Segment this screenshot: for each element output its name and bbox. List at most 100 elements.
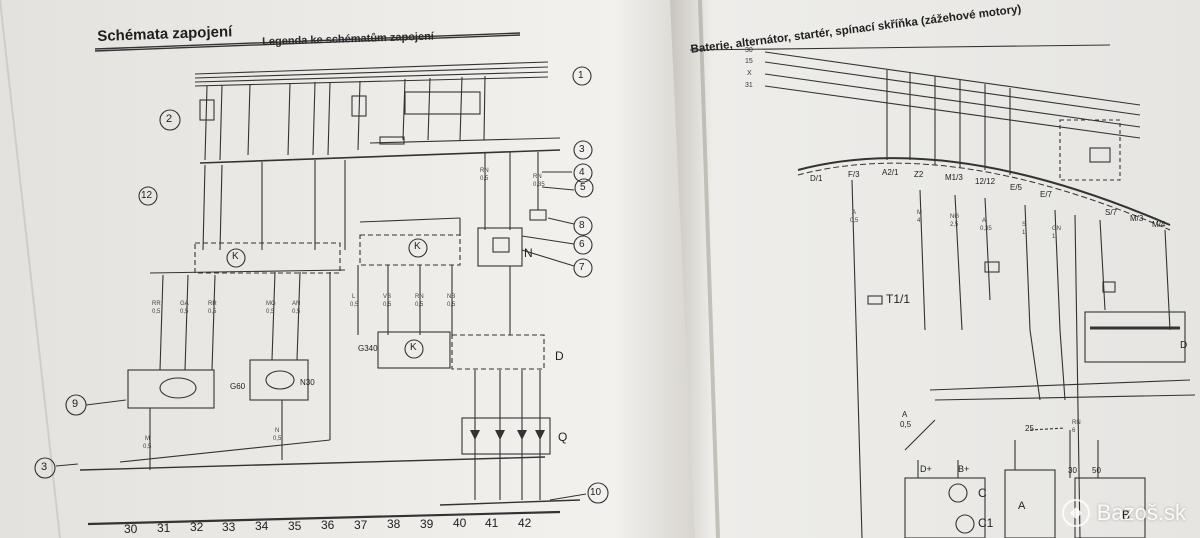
connector-label: D/1 bbox=[810, 174, 823, 183]
svg-text:M: M bbox=[917, 210, 922, 216]
terminal-b-plus: B+ bbox=[958, 464, 970, 474]
wire-a-label: A bbox=[902, 410, 908, 419]
watermark-text: Bazoš.sk bbox=[1096, 500, 1186, 525]
connector-label: A2/1 bbox=[882, 168, 899, 177]
svg-text:0,5: 0,5 bbox=[180, 309, 189, 315]
svg-text:4: 4 bbox=[917, 218, 921, 224]
svg-text:0,5: 0,5 bbox=[447, 302, 456, 308]
callout-6: 6 bbox=[579, 239, 585, 250]
svg-text:N: N bbox=[275, 428, 279, 434]
left-page-subheading: Legenda ke schématům zapojení bbox=[262, 30, 435, 48]
left-page bbox=[0, 0, 722, 538]
svg-text:1: 1 bbox=[1052, 234, 1056, 240]
right-page-heading: Baterie, alternátor, startér, spínací sk… bbox=[690, 3, 1022, 56]
svg-text:0,5: 0,5 bbox=[292, 309, 301, 315]
fuse-t1-label: T1/1 bbox=[886, 292, 911, 306]
column-number: 37 bbox=[354, 518, 368, 532]
svg-text:M: M bbox=[145, 436, 150, 442]
svg-text:0,5: 0,5 bbox=[273, 436, 282, 442]
column-number: 33 bbox=[222, 520, 236, 534]
svg-text:AN: AN bbox=[292, 301, 300, 307]
svg-text:GN: GN bbox=[1052, 226, 1061, 232]
component-c: C bbox=[978, 486, 987, 500]
svg-text:0,5: 0,5 bbox=[266, 309, 275, 315]
wire-a-gauge: 0,5 bbox=[900, 420, 912, 429]
callout-2: 2 bbox=[166, 113, 173, 125]
component-b-right: B bbox=[1122, 508, 1131, 522]
callout-12: 12 bbox=[141, 190, 153, 201]
callout-10: 10 bbox=[590, 487, 602, 498]
column-number: 34 bbox=[255, 519, 269, 533]
callout-8: 8 bbox=[579, 220, 585, 231]
component-k-left: K bbox=[232, 251, 239, 262]
callout-7: 7 bbox=[579, 262, 585, 273]
left-page-heading: Schémata zapojení bbox=[97, 23, 233, 45]
svg-text:VB: VB bbox=[383, 294, 391, 300]
svg-text:0,5: 0,5 bbox=[850, 218, 859, 224]
svg-text:RR: RR bbox=[152, 301, 161, 307]
connector-label: E/5 bbox=[1010, 183, 1023, 192]
connector-label: Z2 bbox=[914, 170, 924, 179]
component-a-right: A bbox=[1018, 500, 1026, 512]
column-number: 32 bbox=[190, 520, 204, 534]
connector-label: S/7 bbox=[1105, 208, 1118, 217]
svg-text:MG: MG bbox=[266, 301, 276, 307]
svg-text:RR: RR bbox=[208, 301, 217, 307]
connector-label: 12/12 bbox=[975, 177, 996, 186]
rail-label-31: 31 bbox=[745, 82, 753, 89]
connector-label: M/4 bbox=[1152, 220, 1166, 229]
svg-text:RN: RN bbox=[480, 168, 489, 174]
component-n30-label: N30 bbox=[300, 378, 315, 387]
component-k-middle: K bbox=[414, 241, 421, 252]
svg-text:NB: NB bbox=[447, 294, 455, 300]
column-number: 31 bbox=[157, 521, 171, 535]
bazos-logo-icon bbox=[1061, 499, 1090, 527]
component-g60-label: G60 bbox=[230, 382, 246, 391]
column-number: 39 bbox=[420, 517, 434, 531]
terminal-30: 30 bbox=[1068, 466, 1077, 475]
terminal-25: 25 bbox=[1025, 424, 1034, 433]
connector-label: E/7 bbox=[1040, 190, 1053, 199]
component-k-g340: K bbox=[410, 342, 417, 353]
column-number-row: 30 31 32 33 34 35 36 37 38 39 40 41 42 bbox=[110, 516, 550, 538]
svg-text:NG: NG bbox=[950, 214, 959, 220]
svg-text:A: A bbox=[852, 210, 856, 216]
component-d-right: D bbox=[1180, 340, 1188, 351]
terminal-50: 50 bbox=[1092, 466, 1101, 475]
right-page bbox=[670, 0, 1200, 538]
svg-text:0,5: 0,5 bbox=[350, 302, 359, 308]
svg-text:0,5: 0,5 bbox=[152, 309, 161, 315]
svg-text:0,5: 0,5 bbox=[143, 444, 152, 450]
svg-text:RN: RN bbox=[415, 294, 424, 300]
component-g340-label: G340 bbox=[358, 344, 378, 353]
column-number: 36 bbox=[321, 518, 335, 532]
component-q: Q bbox=[558, 430, 568, 444]
callout-3: 3 bbox=[579, 144, 585, 155]
svg-text:0,5: 0,5 bbox=[480, 176, 489, 182]
svg-text:GA: GA bbox=[180, 301, 189, 307]
callout-9: 9 bbox=[72, 398, 79, 410]
callout-1: 1 bbox=[578, 70, 584, 81]
rail-label-15: 15 bbox=[745, 58, 753, 65]
svg-text:1: 1 bbox=[1022, 230, 1026, 236]
component-d: D bbox=[555, 349, 564, 363]
svg-text:L: L bbox=[352, 294, 356, 300]
svg-text:2,5: 2,5 bbox=[950, 222, 959, 228]
column-number: 42 bbox=[518, 516, 532, 530]
svg-text:S: S bbox=[1022, 222, 1026, 228]
column-number: 30 bbox=[124, 522, 138, 536]
book-spine bbox=[698, 0, 720, 538]
callout-3-bottom: 3 bbox=[41, 461, 48, 473]
connector-label: M1/3 bbox=[945, 173, 963, 182]
svg-text:0,35: 0,35 bbox=[533, 182, 545, 188]
connector-label: F/3 bbox=[848, 170, 860, 179]
bazos-watermark: Bazoš.sk bbox=[1061, 498, 1186, 528]
column-number: 40 bbox=[453, 516, 467, 530]
component-n: N bbox=[524, 246, 533, 260]
svg-text:6: 6 bbox=[1072, 428, 1076, 434]
svg-text:A: A bbox=[982, 218, 986, 224]
column-number: 41 bbox=[485, 516, 499, 530]
svg-text:RN: RN bbox=[1072, 420, 1081, 426]
